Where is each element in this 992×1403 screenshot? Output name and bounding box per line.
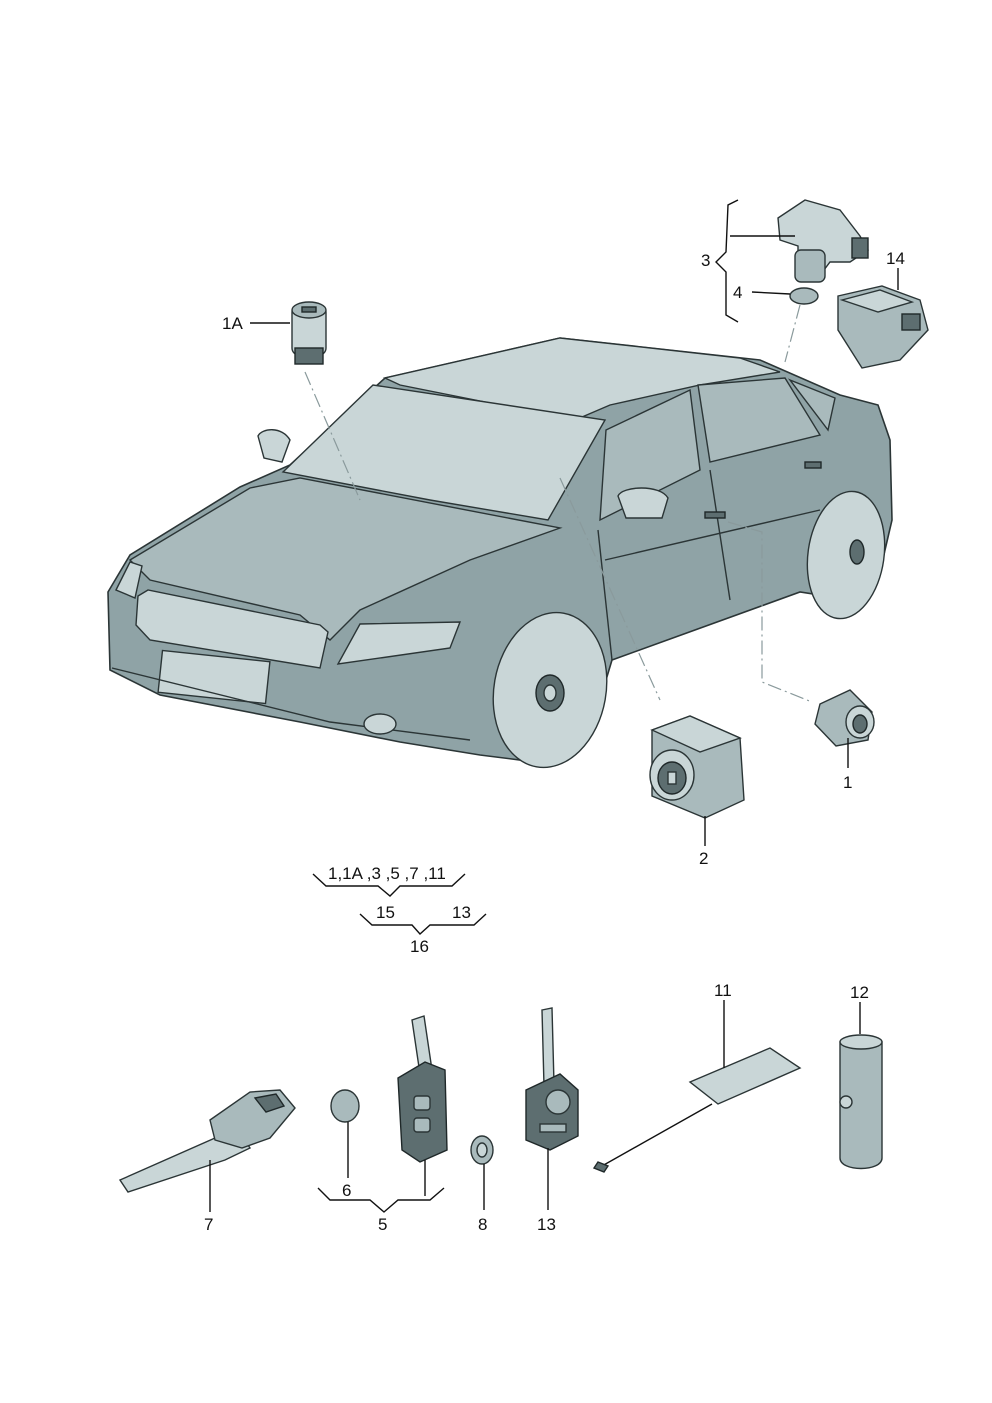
bracket-5 — [317, 1187, 445, 1213]
label-13-note: 13 — [452, 903, 471, 922]
part-3-ignition-lock — [730, 199, 869, 283]
part-8-ring — [470, 1135, 494, 1210]
part-12-canister — [839, 1002, 883, 1170]
car-illustration — [107, 337, 893, 769]
part-13-key — [525, 1007, 579, 1210]
label-3: 3 — [701, 251, 710, 270]
part-11-key-card — [592, 1000, 802, 1173]
label-13: 13 — [537, 1215, 556, 1234]
part-7-key — [118, 1089, 296, 1212]
label-5: 5 — [378, 1215, 387, 1234]
label-7: 7 — [204, 1215, 213, 1234]
label-8: 8 — [478, 1215, 487, 1234]
label-combo-members: 1,1A ,3 ,5 ,7 ,11 — [328, 864, 446, 883]
part-14-control-unit — [837, 268, 929, 369]
part-6-battery — [330, 1089, 360, 1178]
label-15: 15 — [376, 903, 395, 922]
part-1-door-lock-cylinder — [814, 689, 875, 768]
part-1a-lock-cylinder — [250, 301, 327, 365]
label-1a: 1A — [222, 314, 243, 333]
label-1: 1 — [843, 773, 852, 792]
label-12: 12 — [850, 983, 869, 1002]
part-4-ring — [751, 287, 819, 305]
label-11: 11 — [714, 981, 732, 1000]
label-16: 16 — [410, 937, 429, 956]
bracket-3-4 — [715, 199, 739, 323]
part-5-folding-key — [397, 1015, 448, 1196]
label-4: 4 — [733, 283, 742, 302]
label-2: 2 — [699, 849, 708, 868]
kit-composition-note — [312, 873, 487, 935]
label-6: 6 — [342, 1181, 351, 1200]
label-14: 14 — [886, 249, 905, 268]
part-2-ignition-switch-module — [649, 715, 745, 846]
leader-lines — [304, 304, 813, 703]
callout-labels: 1A 3 4 14 2 1 1,1A ,3 ,5 ,7 ,11 15 13 16… — [204, 249, 905, 1234]
